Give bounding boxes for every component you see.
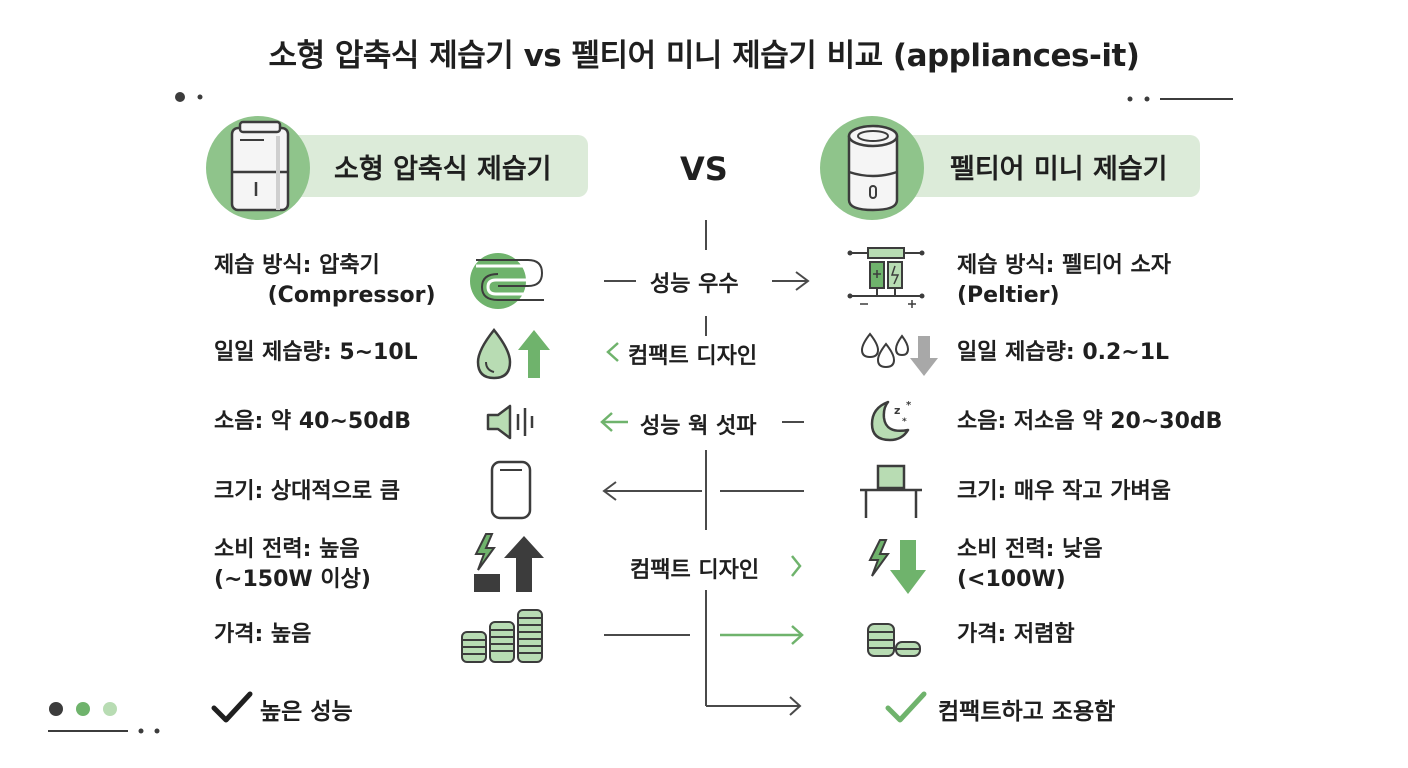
- arrow-head: [791, 625, 804, 645]
- right-row-power: 소비 전력: 낮음 (<100W): [957, 537, 1103, 592]
- power-down-icon: [868, 539, 926, 594]
- check-icon: [211, 691, 253, 723]
- right-header-label: 펠티어 미니 제습기: [950, 153, 1168, 185]
- left-row-capacity: 일일 제습량: 5~10L: [214, 340, 418, 365]
- vs-label: VS: [680, 150, 728, 188]
- right-row-price: 가격: 저렴함: [957, 622, 1075, 647]
- left-row-method: 제습 방식: 압축기 (Compressor): [214, 253, 436, 308]
- compressor-coil-icon: [470, 253, 544, 309]
- decor-dot: [154, 728, 160, 734]
- right-row-size: 크기: 매우 작고 가벼움: [957, 479, 1171, 504]
- cylinder-dehumidifier-icon: [847, 124, 899, 212]
- arrow-head: [606, 342, 619, 362]
- middle-label-tradeoff: 성능 웍 섯파: [640, 414, 757, 439]
- dehumidifier-outline-icon: [490, 460, 532, 520]
- green-check-icon: [885, 691, 927, 723]
- middle-label-performance: 성능 우수: [650, 272, 739, 297]
- decor-dot: [175, 92, 185, 102]
- arrow-head: [791, 555, 802, 577]
- right-row-method: 제습 방식: 펠티어 소자 (Peltier): [957, 253, 1171, 308]
- decor-dot: [49, 702, 63, 716]
- right-row-noise: 소음: 저소음 약 20~30dB: [957, 409, 1223, 434]
- decor-dot: [1144, 96, 1150, 102]
- left-header: 소형 압축식 제습기: [262, 135, 588, 197]
- left-row-power: 소비 전력: 높음 (~150W 이상): [214, 537, 371, 592]
- compact-dehumidifier-icon: [230, 120, 290, 212]
- svg-text:*: *: [906, 400, 912, 411]
- arrow-head: [602, 481, 617, 501]
- water-drop-up-icon: [476, 327, 550, 380]
- left-row-size: 크기: 상대적으로 큼: [214, 479, 401, 504]
- middle-label-compact: 컴팩트 디자인: [628, 344, 758, 369]
- right-header: 펠티어 미니 제습기: [880, 135, 1200, 197]
- footer-left-label: 높은 성능: [260, 699, 353, 725]
- svg-text:z: z: [894, 404, 900, 417]
- decor-dot: [1127, 96, 1133, 102]
- power-up-icon: [474, 533, 544, 592]
- decor-dot: [76, 702, 90, 716]
- decor-dot: [103, 702, 117, 716]
- arrow-head: [789, 696, 802, 716]
- coin-stacks-icon: [461, 609, 543, 663]
- left-row-noise: 소음: 약 40~50dB: [214, 409, 412, 434]
- page-title: 소형 압축식 제습기 vs 펠티어 미니 제습기 비교 (appliances-…: [268, 38, 1140, 74]
- middle-label-compact-2: 컴팩트 디자인: [630, 558, 760, 583]
- small-device-on-table-icon: [860, 464, 922, 518]
- moon-sleep-icon: z * *: [870, 400, 912, 442]
- left-header-label: 소형 압축식 제습기: [334, 153, 552, 185]
- left-row-price: 가격: 높음: [214, 622, 312, 647]
- speaker-icon: [486, 404, 534, 440]
- small-coin-stack-icon: [867, 623, 921, 657]
- footer-right-label: 컴팩트하고 조용함: [938, 699, 1116, 725]
- right-row-capacity: 일일 제습량: 0.2~1L: [957, 340, 1170, 365]
- arrow-head: [600, 412, 613, 432]
- water-drops-down-icon: [860, 332, 938, 376]
- peltier-module-icon: [847, 247, 925, 308]
- decor-dot: [138, 728, 144, 734]
- svg-text:*: *: [902, 417, 907, 427]
- arrow-head: [795, 271, 810, 291]
- decor-dot: [197, 94, 203, 100]
